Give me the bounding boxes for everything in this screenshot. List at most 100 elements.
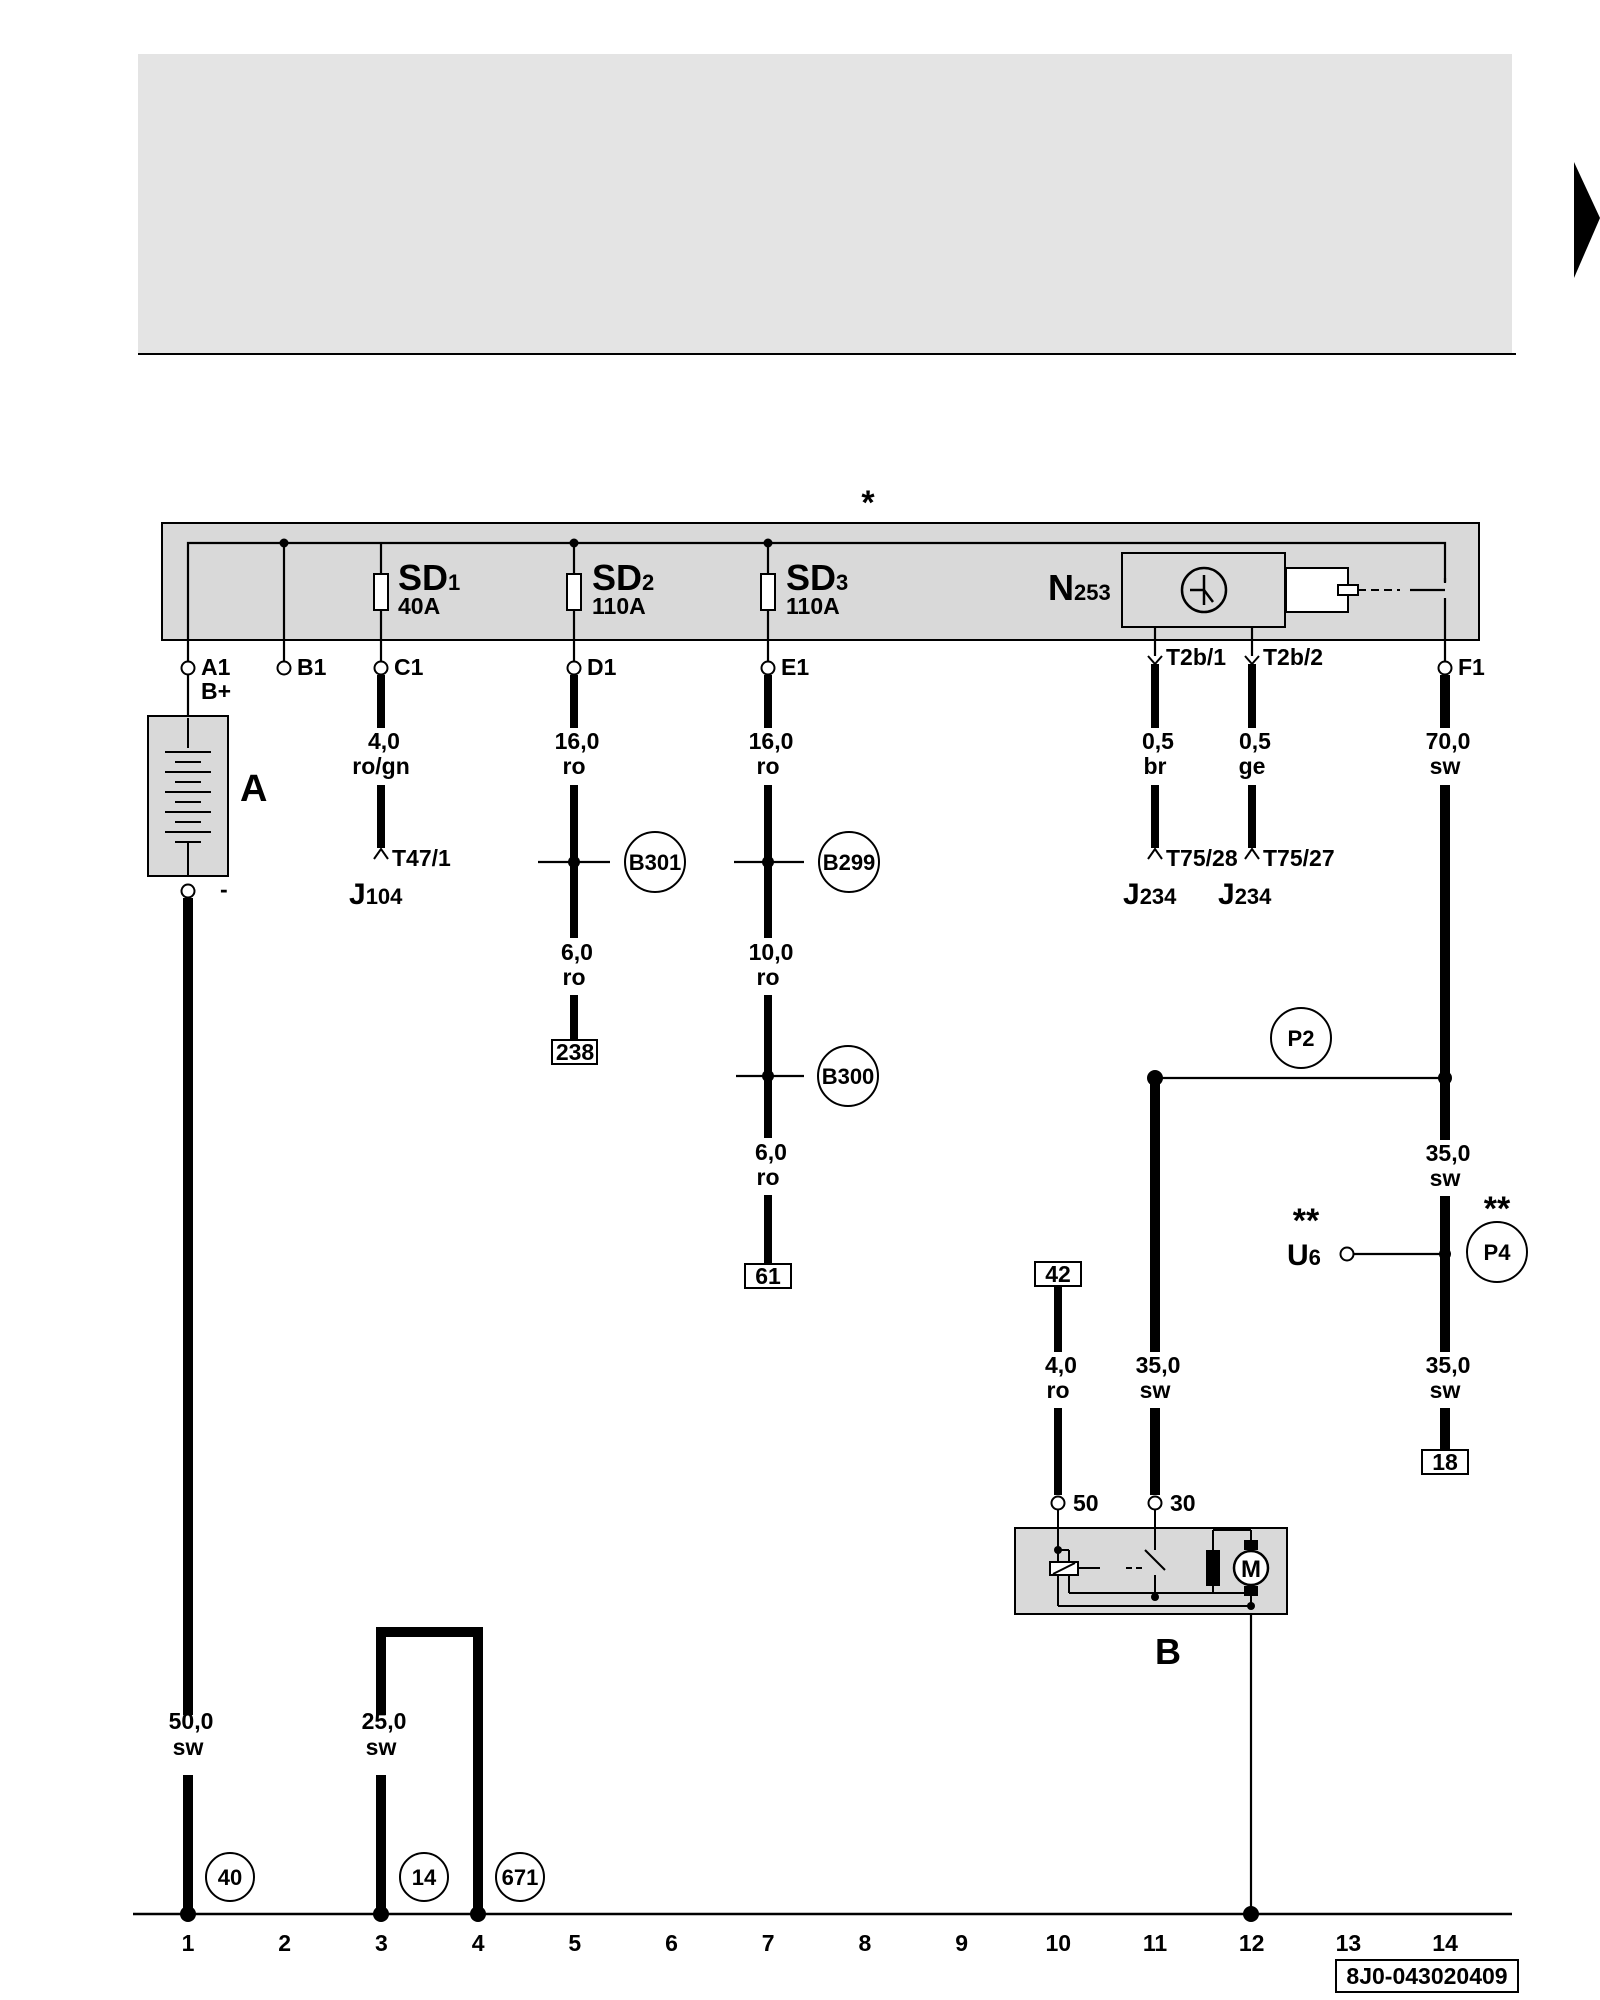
ref-42-box[interactable] [1034, 1261, 1082, 1287]
fuse-sd3-rating: 110A [786, 593, 840, 619]
wire-t2b1-color: br [1144, 753, 1167, 779]
wire-t2b1-size: 0,5 [1142, 728, 1174, 754]
wire-c1-size: 4,0 [368, 728, 400, 754]
ground-node-1 [180, 1906, 196, 1922]
splice-p2-node-right [1438, 1071, 1452, 1085]
splice-b301-node [568, 856, 580, 868]
plug-t2b2 [1244, 655, 1260, 666]
relay-n253-label: N253 [1048, 567, 1111, 608]
track-number-6: 6 [665, 1930, 678, 1956]
track-number-4: 4 [472, 1930, 485, 1956]
wire-starter-50-size: 4,0 [1045, 1352, 1077, 1378]
battery-label: A [240, 768, 267, 810]
terminal-c1-label: C1 [394, 654, 424, 680]
terminal-f1 [1437, 660, 1453, 676]
track-number-3: 3 [375, 1930, 388, 1956]
plug-t75-27 [1244, 847, 1260, 860]
starter-internals [1049, 1510, 1252, 1607]
terminal-row [180, 660, 1453, 676]
relay-coil [1337, 584, 1359, 596]
track-number-5: 5 [568, 1930, 581, 1956]
wire-e1-bottom-color: ro [757, 1164, 780, 1190]
terminal-t2b1-label: T2b/1 [1166, 644, 1226, 670]
circle-b299-label: B299 [823, 850, 876, 875]
fuse-sd2-symbol [566, 573, 582, 611]
terminal-starter-30-label: 30 [1170, 1490, 1196, 1516]
circle-p2-label: P2 [1288, 1026, 1315, 1051]
track-number-9: 9 [955, 1930, 968, 1956]
ref-42-label: 42 [1045, 1261, 1071, 1287]
terminal-f1-label: F1 [1458, 654, 1485, 680]
unit-asterisk: * [861, 484, 875, 522]
wire-e1-top-size: 16,0 [749, 728, 794, 754]
wire-f1-top-color: sw [1430, 753, 1461, 779]
motor-icon [1232, 1549, 1270, 1587]
terminal-minus-label: - [220, 876, 228, 902]
terminal-b1 [276, 660, 292, 676]
wire-f1-mid-color: sw [1430, 1165, 1461, 1191]
starter-ground-node [1247, 1602, 1255, 1610]
fuse-sd2-label: SD2 [592, 557, 654, 598]
track-number-7: 7 [762, 1930, 775, 1956]
splice-b300-node [762, 1070, 774, 1082]
wire-f1-mid-size: 35,0 [1426, 1140, 1471, 1166]
wire-battery-ground-color: sw [173, 1734, 204, 1760]
wire-d1-top-color: ro [563, 753, 586, 779]
circle-p4-label: P4 [1484, 1240, 1512, 1265]
starter-label: B [1155, 1631, 1181, 1672]
plug-t2b1 [1147, 655, 1163, 666]
fuse-sd1-rating: 40A [398, 593, 440, 619]
wire-starter-30-color: sw [1140, 1377, 1171, 1403]
fuse-sd3-label: SD3 [786, 557, 848, 598]
terminal-a1-label: A1 [201, 654, 231, 680]
track-number-12: 12 [1239, 1930, 1265, 1956]
relay-n253-electronics [1121, 552, 1286, 628]
transistor-emitter [1203, 589, 1214, 603]
track-number-8: 8 [859, 1930, 872, 1956]
starter-brush-top [1244, 1540, 1258, 1550]
terminal-d1-label: D1 [587, 654, 617, 680]
circle-ground-671 [495, 1852, 545, 1902]
circle-b299 [818, 831, 880, 893]
u6-double-star: ** [1293, 1202, 1320, 1240]
wire-c1-color: ro/gn [352, 753, 410, 779]
battery-cells [165, 718, 211, 876]
fuse-sd2-rating: 110A [592, 593, 646, 619]
track-number-11: 11 [1143, 1930, 1168, 1956]
ground-node-4 [470, 1906, 486, 1922]
wire-ground-strap [376, 1627, 483, 1914]
terminal-e1-label: E1 [781, 654, 809, 680]
ref-18-box[interactable] [1421, 1449, 1469, 1475]
wire-starter-50-color: ro [1047, 1377, 1070, 1403]
circle-b301 [624, 831, 686, 893]
plug-t75-28 [1147, 847, 1163, 860]
ref-238-box[interactable] [551, 1039, 598, 1065]
splice-b299-node [762, 856, 774, 868]
diagram-id-box [1335, 1959, 1519, 1993]
relay-coil-housing [1285, 567, 1349, 613]
wire-e1-mid-size: 10,0 [749, 939, 794, 965]
wire-d1-bottom-size: 6,0 [561, 939, 593, 965]
wire-starter-30-size: 35,0 [1136, 1352, 1181, 1378]
terminal-starter-50 [1050, 1495, 1066, 1511]
wire-e1-bottom-size: 6,0 [755, 1139, 787, 1165]
component-j234b-label: J234 [1218, 878, 1272, 911]
diagram-id-label: 8J0-043020409 [1346, 1963, 1507, 1989]
wire-t2b2-color: ge [1239, 753, 1266, 779]
track-number-1: 1 [182, 1930, 195, 1956]
triangle-right-icon[interactable] [1574, 162, 1600, 278]
circle-ground-671-label: 671 [502, 1865, 539, 1890]
fuse-sd1-label: SD1 [398, 557, 460, 598]
circle-p2 [1270, 1007, 1332, 1069]
ref-61-box[interactable] [744, 1263, 792, 1289]
ref-238-label: 238 [556, 1039, 595, 1065]
connector-t75-27-label: T75/27 [1263, 845, 1335, 871]
bus-node-e1 [763, 538, 773, 548]
track-number-13: 13 [1336, 1930, 1362, 1956]
terminal-starter-30 [1147, 1495, 1163, 1511]
terminal-a1 [180, 660, 196, 676]
fuse-sd3-symbol [760, 573, 776, 611]
wire-ground-strap-size: 25,0 [362, 1708, 407, 1734]
component-j234a-label: J234 [1123, 878, 1177, 911]
